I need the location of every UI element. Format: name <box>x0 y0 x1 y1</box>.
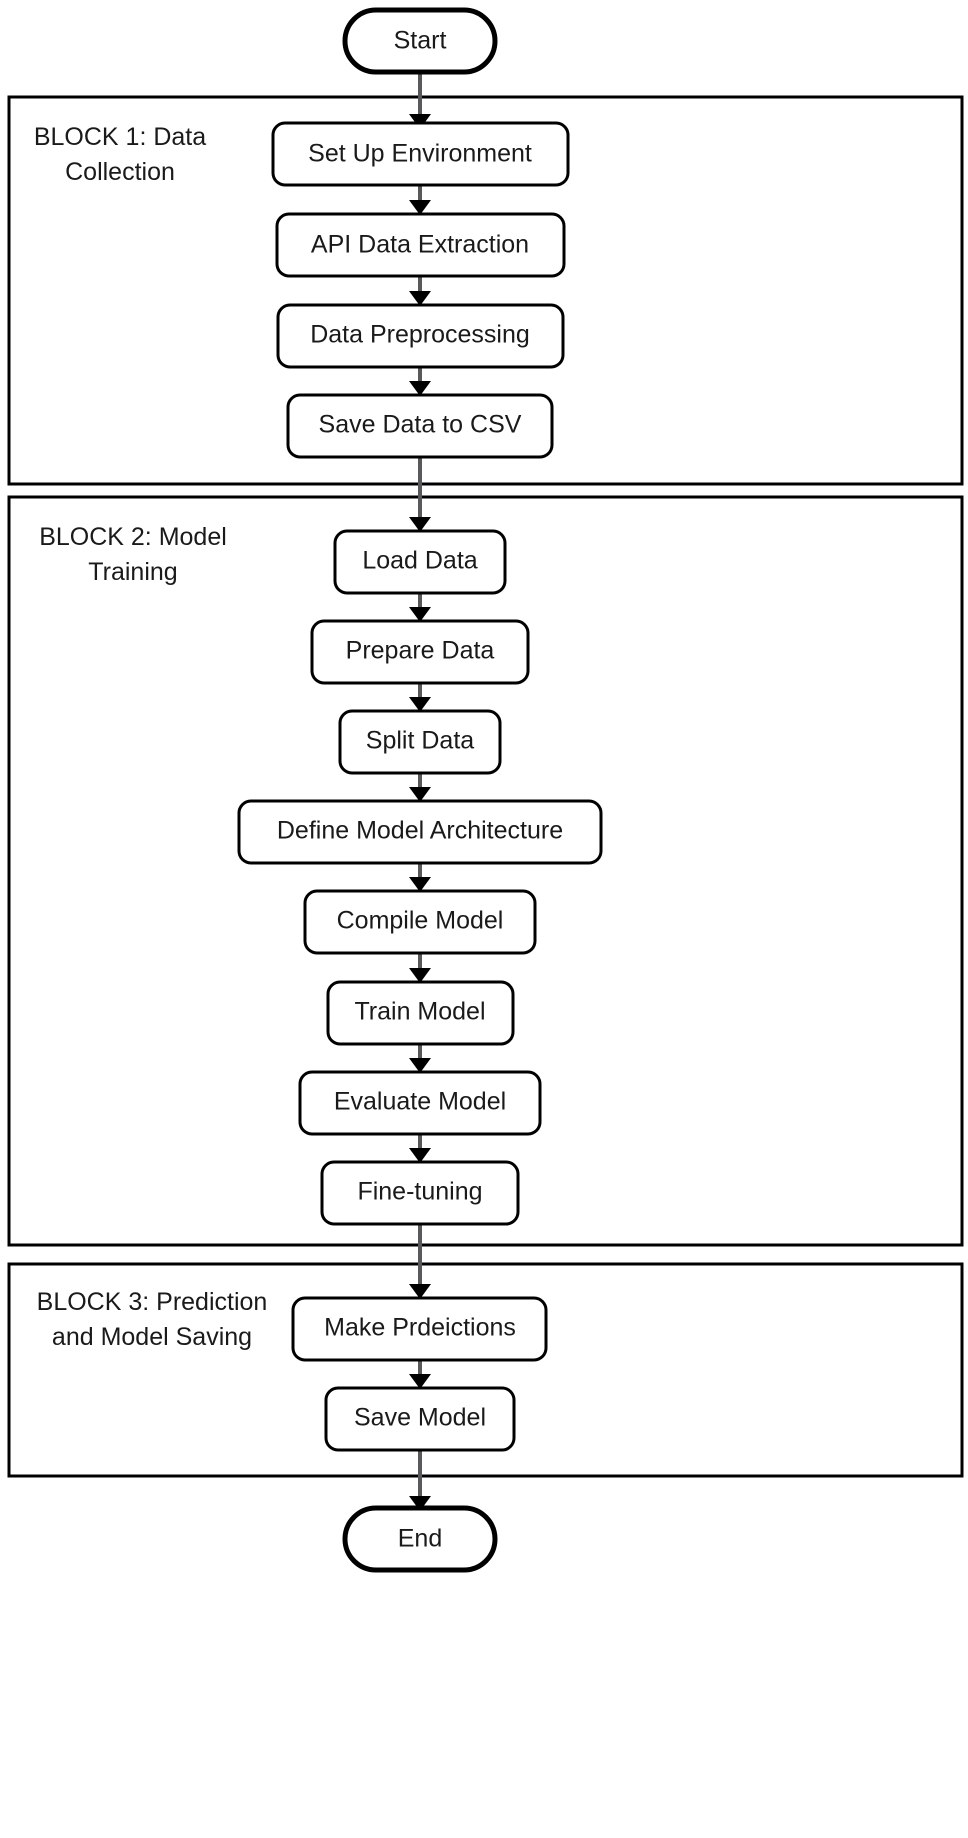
end-terminal-label: End <box>398 1525 442 1553</box>
arrowhead-finetuning <box>409 1148 431 1163</box>
block-2-title-line-2: Training <box>88 558 177 586</box>
arrowhead-splitdata <box>409 697 431 712</box>
node-save-model[interactable] <box>324 1386 516 1452</box>
arrowhead-api <box>409 200 431 215</box>
arrowhead-savemodel <box>409 1374 431 1389</box>
arrowhead-preparedata <box>409 607 431 622</box>
node-load-data-label: Load Data <box>362 547 477 575</box>
start-terminal-label: Start <box>394 27 447 55</box>
node-split-data[interactable] <box>338 709 502 775</box>
node-api-data-extraction-label: API Data Extraction <box>311 231 529 259</box>
node-make-predictions[interactable] <box>291 1296 548 1362</box>
node-make-predictions-label: Make Prdeictions <box>324 1314 516 1342</box>
block-1-frame <box>7 95 964 486</box>
node-set-up-environment-label: Set Up Environment <box>308 140 532 168</box>
node-compile-model-label: Compile Model <box>337 907 504 935</box>
node-evaluate-model[interactable] <box>298 1070 542 1136</box>
node-train-model-label: Train Model <box>354 998 485 1026</box>
node-fine-tuning-label: Fine-tuning <box>357 1178 482 1206</box>
node-set-up-environment[interactable] <box>271 121 570 187</box>
node-define-model-architecture-label: Define Model Architecture <box>277 817 563 845</box>
block-2-title-line-1: BLOCK 2: Model <box>39 523 227 551</box>
arrowhead-preprocess <box>409 291 431 306</box>
node-save-model-label: Save Model <box>354 1404 486 1432</box>
end-terminal-shape[interactable] <box>342 1505 498 1573</box>
start-terminal-shape[interactable] <box>342 7 498 75</box>
node-load-data[interactable] <box>333 529 507 595</box>
node-evaluate-model-label: Evaluate Model <box>334 1088 506 1116</box>
arrowhead-savecsv <box>409 381 431 396</box>
block-1-title-line-2: Collection <box>65 158 175 186</box>
arrowhead-end <box>409 1496 431 1511</box>
block-2-frame <box>7 495 964 1247</box>
node-data-preprocessing[interactable] <box>276 303 565 369</box>
node-api-data-extraction[interactable] <box>275 212 566 278</box>
node-prepare-data-label: Prepare Data <box>346 637 495 665</box>
block-1-title-line-1: BLOCK 1: Data <box>34 123 206 151</box>
block-3-frame <box>7 1262 964 1478</box>
node-save-data-to-csv-label: Save Data to CSV <box>319 411 522 439</box>
node-compile-model[interactable] <box>303 889 537 955</box>
node-save-data-to-csv[interactable] <box>286 393 554 459</box>
arrowhead-train <box>409 968 431 983</box>
node-train-model[interactable] <box>326 980 515 1046</box>
node-data-preprocessing-label: Data Preprocessing <box>310 321 530 349</box>
node-split-data-label: Split Data <box>366 727 474 755</box>
block-3-title-line-1: BLOCK 3: Prediction <box>37 1288 268 1316</box>
arrowhead-predictions <box>409 1284 431 1299</box>
block-3-title-line-2: and Model Saving <box>52 1323 252 1351</box>
arrowhead-definemodel <box>409 787 431 802</box>
arrowhead-evaluate <box>409 1058 431 1073</box>
node-fine-tuning[interactable] <box>320 1160 520 1226</box>
node-define-model-architecture[interactable] <box>237 799 603 865</box>
arrowhead-loaddata <box>409 517 431 532</box>
arrowhead-compile <box>409 877 431 892</box>
node-prepare-data[interactable] <box>310 619 530 685</box>
